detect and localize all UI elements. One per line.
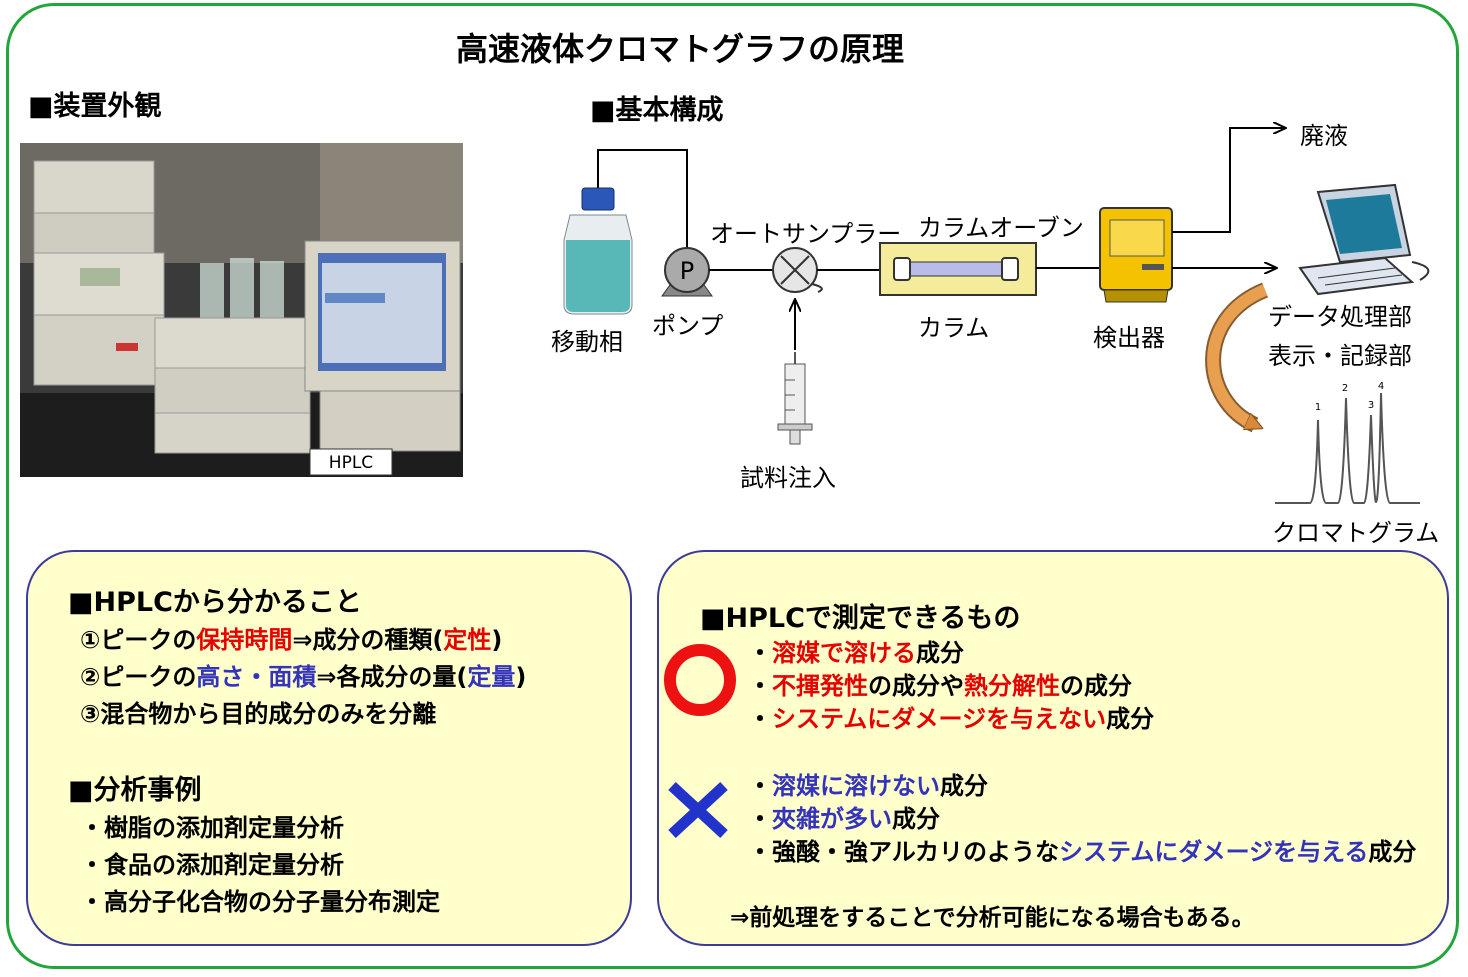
examples-title: ■分析事例 <box>68 775 202 806</box>
pump-icon: P <box>661 247 713 297</box>
panel-what-hplc-tells <box>26 550 632 946</box>
panel-what-hplc-measures <box>657 550 1449 946</box>
label-pump: ポンプ <box>652 312 724 340</box>
autosampler-valve-icon <box>772 247 823 293</box>
peak-label: 2 <box>1342 383 1348 394</box>
label-sample-injection: 試料注入 <box>740 464 836 492</box>
example-item: ・樹脂の添加剤定量分析 <box>80 814 344 842</box>
ok-item-3: ・システムにダメージを与えない成分 <box>748 705 1155 733</box>
ng-item-2: ・夾雑が多い成分 <box>748 805 940 833</box>
ok-item-2: ・不揮発性の成分や熱分解性の成分 <box>748 672 1132 700</box>
label-autosampler: オートサンプラー <box>710 220 902 248</box>
example-item: ・高分子化合物の分子量分布測定 <box>80 888 440 916</box>
page-title: 高速液体クロマトグラフの原理 <box>455 30 904 68</box>
ok-item-1: ・溶媒で溶ける成分 <box>748 639 964 667</box>
left-item-1: ①ピークの保持時間⇒成分の種類(定性) <box>80 626 503 654</box>
ng-item-1: ・溶媒に溶けない成分 <box>748 772 988 800</box>
left-item-3: ③混合物から目的成分のみを分離 <box>80 700 437 728</box>
label-waste: 廃液 <box>1300 122 1348 150</box>
syringe-icon <box>777 300 813 445</box>
cross-mark-icon <box>668 781 728 839</box>
mobile-phase-bottle-icon <box>563 187 633 315</box>
example-item: ・食品の添加剤定量分析 <box>80 851 344 879</box>
hplc-flow-diagram: P <box>563 110 1430 504</box>
photo-label: HPLC <box>329 453 373 473</box>
circle-mark-icon <box>664 644 736 716</box>
chromatogram-plot: 1 2 3 4 <box>1275 381 1420 504</box>
column-oven-icon <box>879 242 1037 296</box>
label-data-processing: データ処理部 <box>1268 303 1412 331</box>
computer-icon <box>1298 183 1430 296</box>
label-column: カラム <box>918 314 990 342</box>
panel-left-title: ■HPLCから分かること <box>68 587 362 618</box>
instrument-photo: HPLC <box>20 143 463 477</box>
section-basic-config: ■基本構成 <box>590 95 724 126</box>
label-mobile-phase: 移動相 <box>551 328 623 356</box>
ng-item-3: ・強酸・強アルカリのようなシステムにダメージを与える成分 <box>748 838 1417 866</box>
pretreatment-note: ⇒前処理をすることで分析可能になる場合もある。 <box>730 905 1255 931</box>
peak-label: 3 <box>1368 400 1374 411</box>
peak-label: 1 <box>1315 402 1321 413</box>
peak-label: 4 <box>1378 381 1384 392</box>
label-display-record: 表示・記録部 <box>1268 342 1412 370</box>
label-detector: 検出器 <box>1093 324 1165 352</box>
label-column-oven: カラムオーブン <box>918 214 1084 242</box>
section-appearance: ■装置外観 <box>28 91 162 122</box>
left-item-2: ②ピークの高さ・面積⇒各成分の量(定量) <box>80 663 527 691</box>
panel-right-title: ■HPLCで測定できるもの <box>700 603 1021 634</box>
detector-icon <box>1099 207 1173 303</box>
svg-text:P: P <box>680 257 694 285</box>
label-chromatogram: クロマトグラム <box>1272 519 1440 547</box>
outer-frame <box>6 3 1459 969</box>
